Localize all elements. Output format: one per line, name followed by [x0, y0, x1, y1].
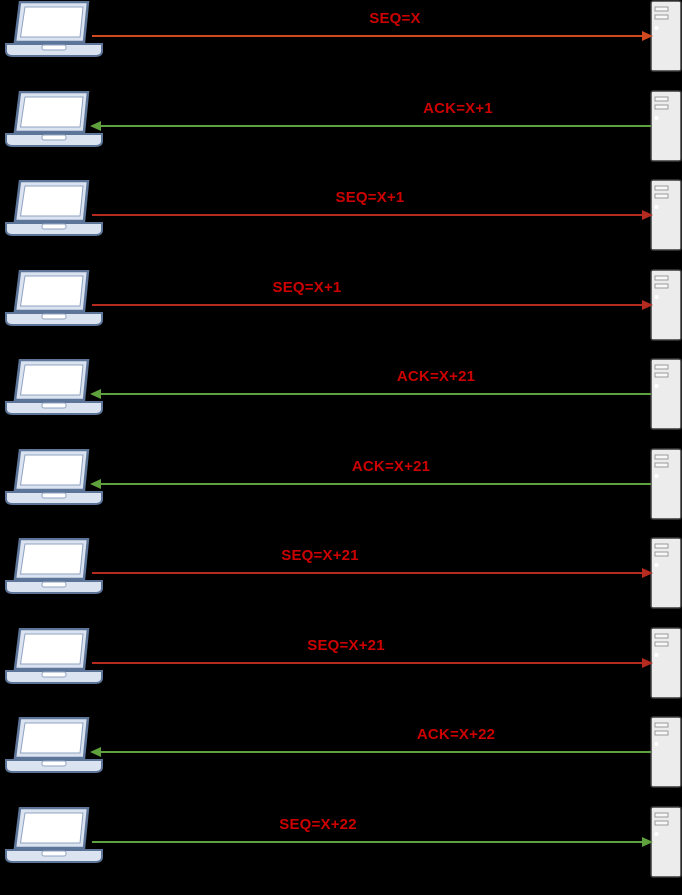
server-icon — [650, 89, 682, 162]
message-label: SEQ=X — [369, 10, 421, 27]
laptop-icon — [5, 90, 103, 147]
arrow-line — [92, 482, 651, 485]
server-icon — [650, 537, 682, 609]
arrowhead-icon — [642, 657, 653, 668]
laptop-icon — [5, 448, 103, 505]
server-icon — [650, 0, 682, 72]
laptop-icon — [5, 269, 103, 326]
arrow-line — [92, 35, 651, 37]
message-row: SEQ=X+21 — [0, 537, 682, 627]
server-host — [650, 447, 682, 520]
message-label: ACK=X+21 — [351, 457, 431, 475]
client-laptop — [4, 627, 104, 688]
arrow-line — [92, 214, 651, 216]
server-icon — [650, 447, 682, 520]
client-laptop — [4, 179, 104, 240]
message-label: SEQ=X+1 — [335, 189, 405, 206]
server-host — [650, 626, 682, 699]
server-icon — [650, 179, 682, 251]
arrowhead-icon — [642, 299, 653, 310]
server-host — [650, 89, 682, 162]
client-laptop — [4, 0, 104, 61]
message-label: SEQ=X+1 — [272, 278, 342, 296]
arrow-line — [92, 572, 651, 574]
laptop-icon — [5, 716, 103, 773]
server-icon — [650, 716, 682, 788]
arrowhead-icon — [90, 478, 101, 489]
laptop-icon — [5, 179, 103, 236]
server-host — [650, 179, 682, 251]
message-row: ACK=X+22 — [0, 716, 682, 806]
message-label: ACK=X+1 — [423, 99, 493, 117]
arrowhead-icon — [642, 210, 653, 220]
server-host — [650, 805, 682, 878]
arrowhead-icon — [642, 836, 653, 847]
message-row: SEQ=X+22 — [0, 805, 682, 895]
message-label: SEQ=X+22 — [279, 815, 357, 833]
laptop-icon — [5, 0, 103, 57]
message-label: SEQ=X+21 — [281, 547, 359, 564]
message-row: ACK=X+21 — [0, 447, 682, 538]
server-host — [650, 268, 682, 341]
server-icon — [650, 626, 682, 699]
arrow-line — [92, 661, 651, 664]
arrow-line — [92, 840, 651, 843]
message-label: SEQ=X+21 — [307, 636, 385, 654]
arrowhead-icon — [642, 31, 653, 41]
message-row: SEQ=X+1 — [0, 179, 682, 269]
client-laptop — [4, 448, 104, 509]
message-row: ACK=X+1 — [0, 89, 682, 180]
laptop-icon — [5, 627, 103, 684]
arrowhead-icon — [90, 389, 101, 399]
client-laptop — [4, 269, 104, 330]
server-host — [650, 716, 682, 788]
client-laptop — [4, 537, 104, 598]
arrowhead-icon — [90, 120, 101, 131]
arrow-line — [92, 751, 651, 753]
laptop-icon — [5, 358, 103, 415]
arrow-line — [92, 303, 651, 306]
client-laptop — [4, 358, 104, 419]
server-host — [650, 537, 682, 609]
server-icon — [650, 805, 682, 878]
arrowhead-icon — [642, 568, 653, 578]
message-row: SEQ=X — [0, 0, 682, 90]
server-host — [650, 0, 682, 72]
arrow-line — [92, 393, 651, 395]
arrow-line — [92, 124, 651, 127]
message-row: SEQ=X+1 — [0, 268, 682, 359]
laptop-icon — [5, 806, 103, 863]
laptop-icon — [5, 537, 103, 594]
message-row: ACK=X+21 — [0, 358, 682, 448]
message-row: SEQ=X+21 — [0, 626, 682, 717]
message-label: ACK=X+21 — [396, 368, 476, 385]
server-host — [650, 358, 682, 430]
server-icon — [650, 358, 682, 430]
server-icon — [650, 268, 682, 341]
client-laptop — [4, 806, 104, 867]
client-laptop — [4, 90, 104, 151]
arrowhead-icon — [90, 747, 101, 757]
client-laptop — [4, 716, 104, 777]
message-label: ACK=X+22 — [416, 726, 496, 743]
